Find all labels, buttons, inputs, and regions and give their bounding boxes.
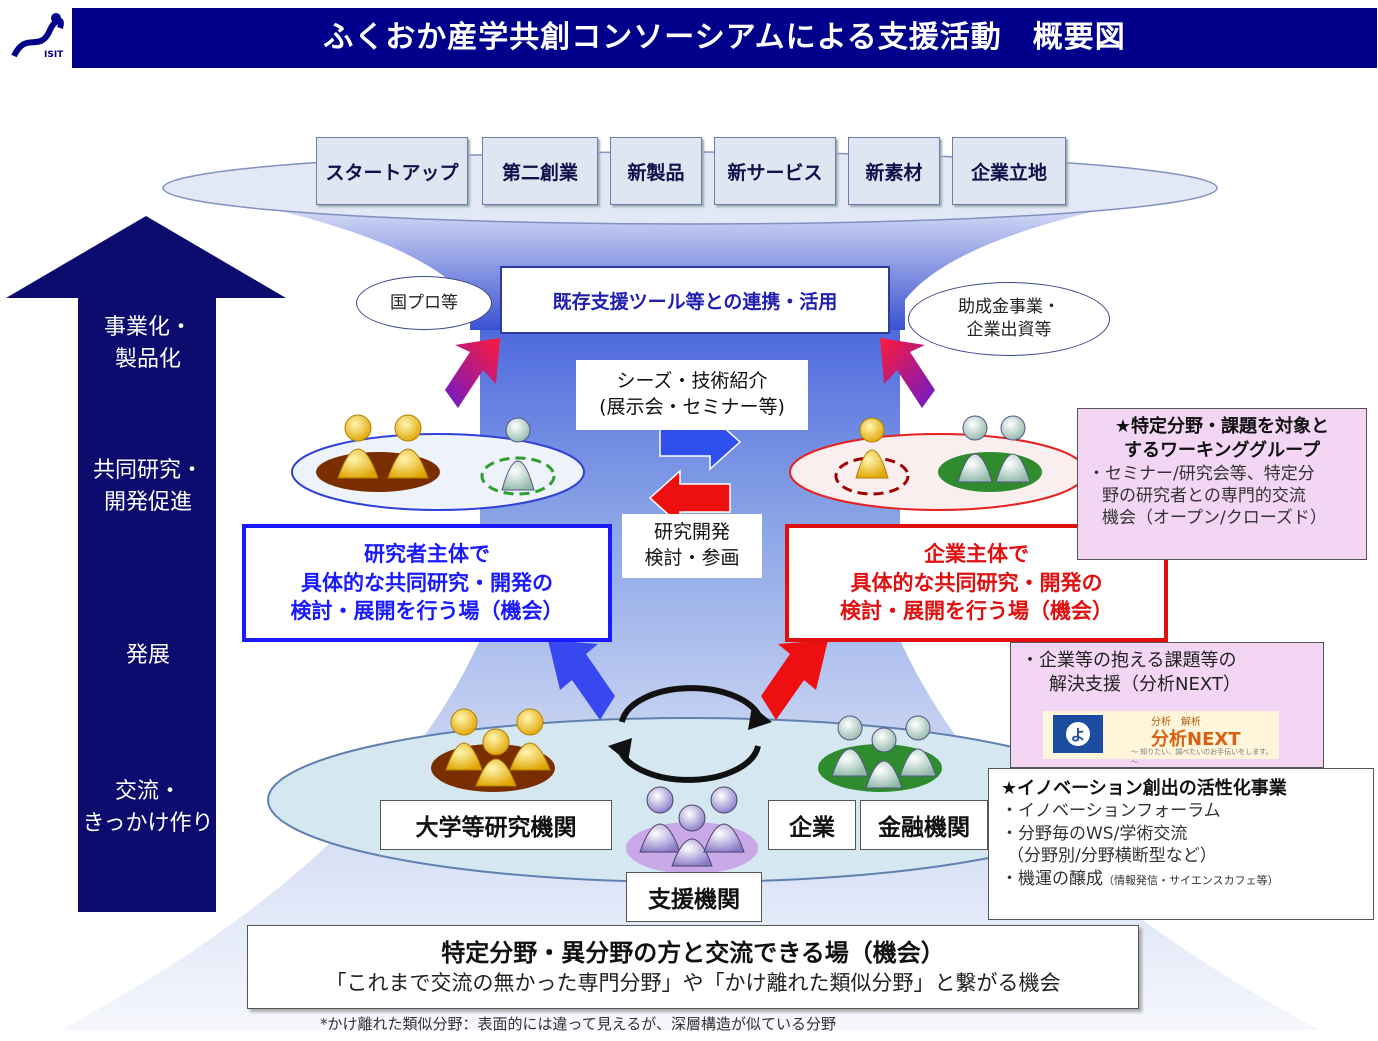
university-figures: [445, 708, 551, 787]
company-finance-figures: [831, 715, 937, 789]
company-place-line3: 検討・展開を行う場（機会）: [840, 599, 1113, 624]
analysis-logo-flag: よ: [1053, 715, 1103, 753]
outcome-new-product: 新製品: [610, 137, 702, 205]
national-project-oval: 国プロ等: [356, 276, 492, 330]
outcome-new-service: 新サービス: [714, 137, 836, 205]
researcher-place-box: 研究者主体で 具体的な共同研究・開発の 検討・展開を行う場（機会）: [242, 524, 612, 642]
company-place-line1: 企業主体で: [924, 542, 1029, 567]
stage-exchange-line1: 交流・: [114, 779, 181, 804]
innovation-item3: （分野別/分野横断型など）: [1007, 846, 1217, 867]
working-group-title-line2: するワーキンググループ: [1123, 439, 1321, 461]
outcome-second-founding: 第二創業: [482, 137, 598, 205]
outcome-new-material: 新素材: [848, 137, 940, 205]
working-group-box: ★特定分野・課題を対象と するワーキンググループ ・セミナー/研究会等、特定分 …: [1077, 408, 1367, 560]
seeds-line1: シーズ・技術紹介: [616, 370, 768, 393]
analysis-banner-main: 分析NEXT: [1151, 729, 1241, 750]
stage-joint-research: 共同研究・ 開発促進: [78, 455, 218, 519]
subsidy-oval: 助成金事業・ 企業出資等: [908, 282, 1110, 356]
innovation-item4-main: ・機運の醸成: [1001, 868, 1103, 889]
analysis-banner-small: 分析 解析: [1151, 717, 1201, 728]
innovation-title: ★イノベーション創出の活性化事業: [1001, 778, 1287, 799]
exchange-place-title: 特定分野・異分野の方と交流できる場（機会）: [441, 938, 945, 967]
subsidy-line2: 企業出資等: [966, 320, 1052, 340]
innovation-item1: ・イノベーションフォーラム: [1001, 801, 1221, 822]
stage-commercialization-line1: 事業化・: [103, 315, 192, 340]
analysis-logo-char: よ: [1066, 722, 1090, 746]
rd-arrow: [648, 469, 731, 527]
analysis-line2: 解決支援（分析NEXT）: [1049, 673, 1241, 695]
outcome-location: 企業立地: [952, 137, 1066, 205]
researcher-place-line3: 検討・展開を行う場（機会）: [290, 599, 564, 624]
seeds-line2: (展示会・セミナー等): [599, 396, 785, 418]
researcher-place-line1: 研究者主体で: [364, 542, 490, 567]
existing-tools-box: 既存支援ツール等との連携・活用: [500, 266, 890, 334]
innovation-item4-small: （情報発信・サイエンスカフェ等）: [1103, 873, 1279, 887]
stage-exchange-line2: きっかけ作り: [82, 810, 214, 836]
working-group-body-line3: 機会（オープン/クローズド）: [1102, 508, 1327, 529]
researcher-place-line2: 具体的な共同研究・開発の: [301, 570, 553, 595]
working-group-title: ★特定分野・課題を対象と するワーキンググループ: [1088, 415, 1356, 463]
working-group-body-line2: 野の研究者との専門的交流: [1102, 485, 1306, 506]
stage-joint-research-line1: 共同研究・: [92, 458, 203, 483]
rd-line1: 研究開発: [653, 521, 730, 544]
finance-label: 金融機関: [860, 800, 988, 850]
stage-commercialization: 事業化・ 製品化: [78, 312, 218, 376]
company-label: 企業: [768, 800, 856, 850]
support-figures: [639, 786, 745, 867]
exchange-place-subtitle: 「これまで交流の無かった専門分野」や「かけ離れた類似分野」と繋がる機会: [325, 971, 1061, 996]
innovation-item4: ・機運の醸成（情報発信・サイエンスカフェ等）: [1001, 868, 1361, 890]
working-group-title-line1: ★特定分野・課題を対象と: [1114, 416, 1330, 437]
stage-joint-research-line2: 開発促進: [103, 489, 192, 515]
company-place-line2: 具体的な共同研究・開発の: [850, 570, 1103, 595]
innovation-item2: ・分野毎のWS/学術交流: [1001, 823, 1188, 844]
up-right-arrow: [880, 338, 935, 408]
stage-exchange: 交流・ きっかけ作り: [78, 776, 218, 840]
to-company-arrow: [761, 640, 828, 720]
exchange-place-box: 特定分野・異分野の方と交流できる場（機会） 「これまで交流の無かった専門分野」や…: [247, 925, 1139, 1009]
footnote: *かけ離れた類似分野：表面的には違って見えるが、深層構造が似ている分野: [320, 1015, 837, 1033]
analysis-next-banner: よ 分析 解析 分析NEXT ～ 知りたい、調べたいのお手伝いをします。～: [1043, 711, 1279, 766]
stage-development: 発展: [78, 640, 218, 672]
page-title: ふくおか産学共創コンソーシアムによる支援活動 概要図: [72, 8, 1377, 68]
to-researcher-arrow: [548, 640, 615, 720]
stage-development-line1: 発展: [125, 643, 170, 668]
rd-box: 研究開発 検討・参画: [622, 514, 762, 578]
subsidy-line1: 助成金事業・: [958, 297, 1060, 318]
support-label: 支援機関: [626, 872, 762, 922]
working-group-body: ・セミナー/研究会等、特定分 野の研究者との専門的交流 機会（オープン/クローズ…: [1088, 463, 1356, 530]
university-label: 大学等研究機関: [380, 800, 612, 850]
up-left-arrow: [445, 338, 500, 408]
logo-text: ISIT: [44, 50, 64, 60]
analysis-banner-tag: ～ 知りたい、調べたいのお手伝いをします。～: [1131, 748, 1273, 766]
researcher-figures-top: [337, 414, 535, 491]
outcome-startup: スタートアップ: [316, 137, 468, 205]
analysis-line1: ・企業等の抱える課題等の: [1021, 650, 1237, 671]
seeds-box: シーズ・技術紹介 (展示会・セミナー等): [576, 360, 808, 430]
working-group-body-line1: ・セミナー/研究会等、特定分: [1088, 463, 1315, 484]
isit-logo: [6, 8, 68, 68]
company-figures-top: [855, 415, 1031, 483]
innovation-box: ★イノベーション創出の活性化事業 ・イノベーションフォーラム ・分野毎のWS/学…: [988, 768, 1374, 920]
rd-line2: 検討・参画: [644, 547, 740, 569]
stage-commercialization-line2: 製品化: [114, 346, 181, 372]
analysis-box: ・企業等の抱える課題等の 解決支援（分析NEXT） よ 分析 解析 分析NEXT…: [1010, 642, 1324, 768]
